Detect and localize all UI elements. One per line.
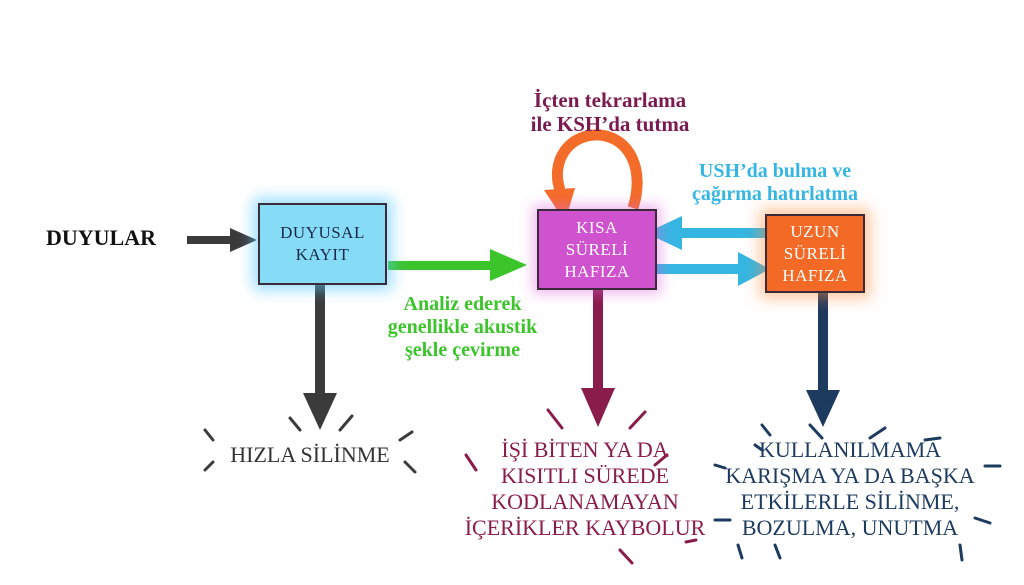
short-term-line: HAFIZA <box>564 261 630 281</box>
long-term-line: HAFIZA <box>782 265 848 285</box>
sensory-outcome-line: HIZLA SİLİNME <box>230 442 390 467</box>
long-term-outcome: KULLANILMAMA KARIŞMA YA DA BAŞKA ETKİLER… <box>705 437 995 541</box>
encoding-line: şekle çevirme <box>405 339 520 361</box>
arrow-short-term-down <box>581 290 615 427</box>
arrow-input-to-sensory <box>187 228 257 252</box>
long-term-memory-box: UZUN SÜRELİ HAFIZA <box>765 214 865 293</box>
arrow-long-to-short <box>646 216 770 250</box>
long-term-outcome-line: KARIŞMA YA DA BAŞKA <box>725 463 975 488</box>
sensory-outcome: HIZLA SİLİNME <box>205 442 415 467</box>
encoding-line: Analiz ederek <box>403 293 522 315</box>
rehearsal-line: ile KSH’da tutma <box>530 112 690 137</box>
long-term-outcome-line: KULLANILMAMA <box>758 437 942 462</box>
rehearsal-line: İçten tekrarlama <box>533 88 687 112</box>
arrow-short-to-long <box>656 252 770 286</box>
encoding-label: Analiz ederek genellikle akustik şekle ç… <box>355 293 570 362</box>
short-term-outcome-line: KODLANAMAYAN <box>491 489 679 514</box>
retrieval-line: USH’da bulma ve <box>698 160 852 182</box>
long-term-outcome-line: BOZULMA, UNUTMA <box>741 515 959 540</box>
short-term-outcome-line: KISITLI SÜREDE <box>500 463 670 488</box>
sensory-line: KAYIT <box>295 245 350 264</box>
arrow-sensory-to-short-term <box>388 249 527 281</box>
short-term-outcome: İŞİ BİTEN YA DA KISITLI SÜREDE KODLANAMA… <box>440 437 730 541</box>
retrieval-line: çağırma hatırlatma <box>691 183 859 205</box>
arrow-sensory-down <box>303 285 337 430</box>
arrow-long-term-down <box>806 293 840 427</box>
encoding-line: genellikle akustik <box>387 316 538 338</box>
input-label-duyular: DUYULAR <box>46 225 156 250</box>
short-term-outcome-line: İÇERİKLER KAYBOLUR <box>464 515 706 540</box>
long-term-outcome-line: ETKİLERLE SİLİNME, <box>740 489 960 514</box>
burst-marks <box>203 408 1002 565</box>
long-term-line: UZUN <box>790 221 840 241</box>
short-term-outcome-line: İŞİ BİTEN YA DA <box>501 437 669 462</box>
short-term-memory-box: KISA SÜRELİ HAFIZA <box>537 209 657 290</box>
sensory-register-box: DUYUSAL KAYIT <box>258 203 387 285</box>
rehearsal-label: İçten tekrarlama ile KSH’da tutma <box>500 88 720 136</box>
retrieval-label: USH’da bulma ve çağırma hatırlatma <box>670 160 880 206</box>
sensory-line: DUYUSAL <box>280 223 365 242</box>
short-term-line: SÜRELİ <box>565 239 629 259</box>
short-term-line: KISA <box>576 217 618 237</box>
long-term-line: SÜRELİ <box>783 243 847 263</box>
